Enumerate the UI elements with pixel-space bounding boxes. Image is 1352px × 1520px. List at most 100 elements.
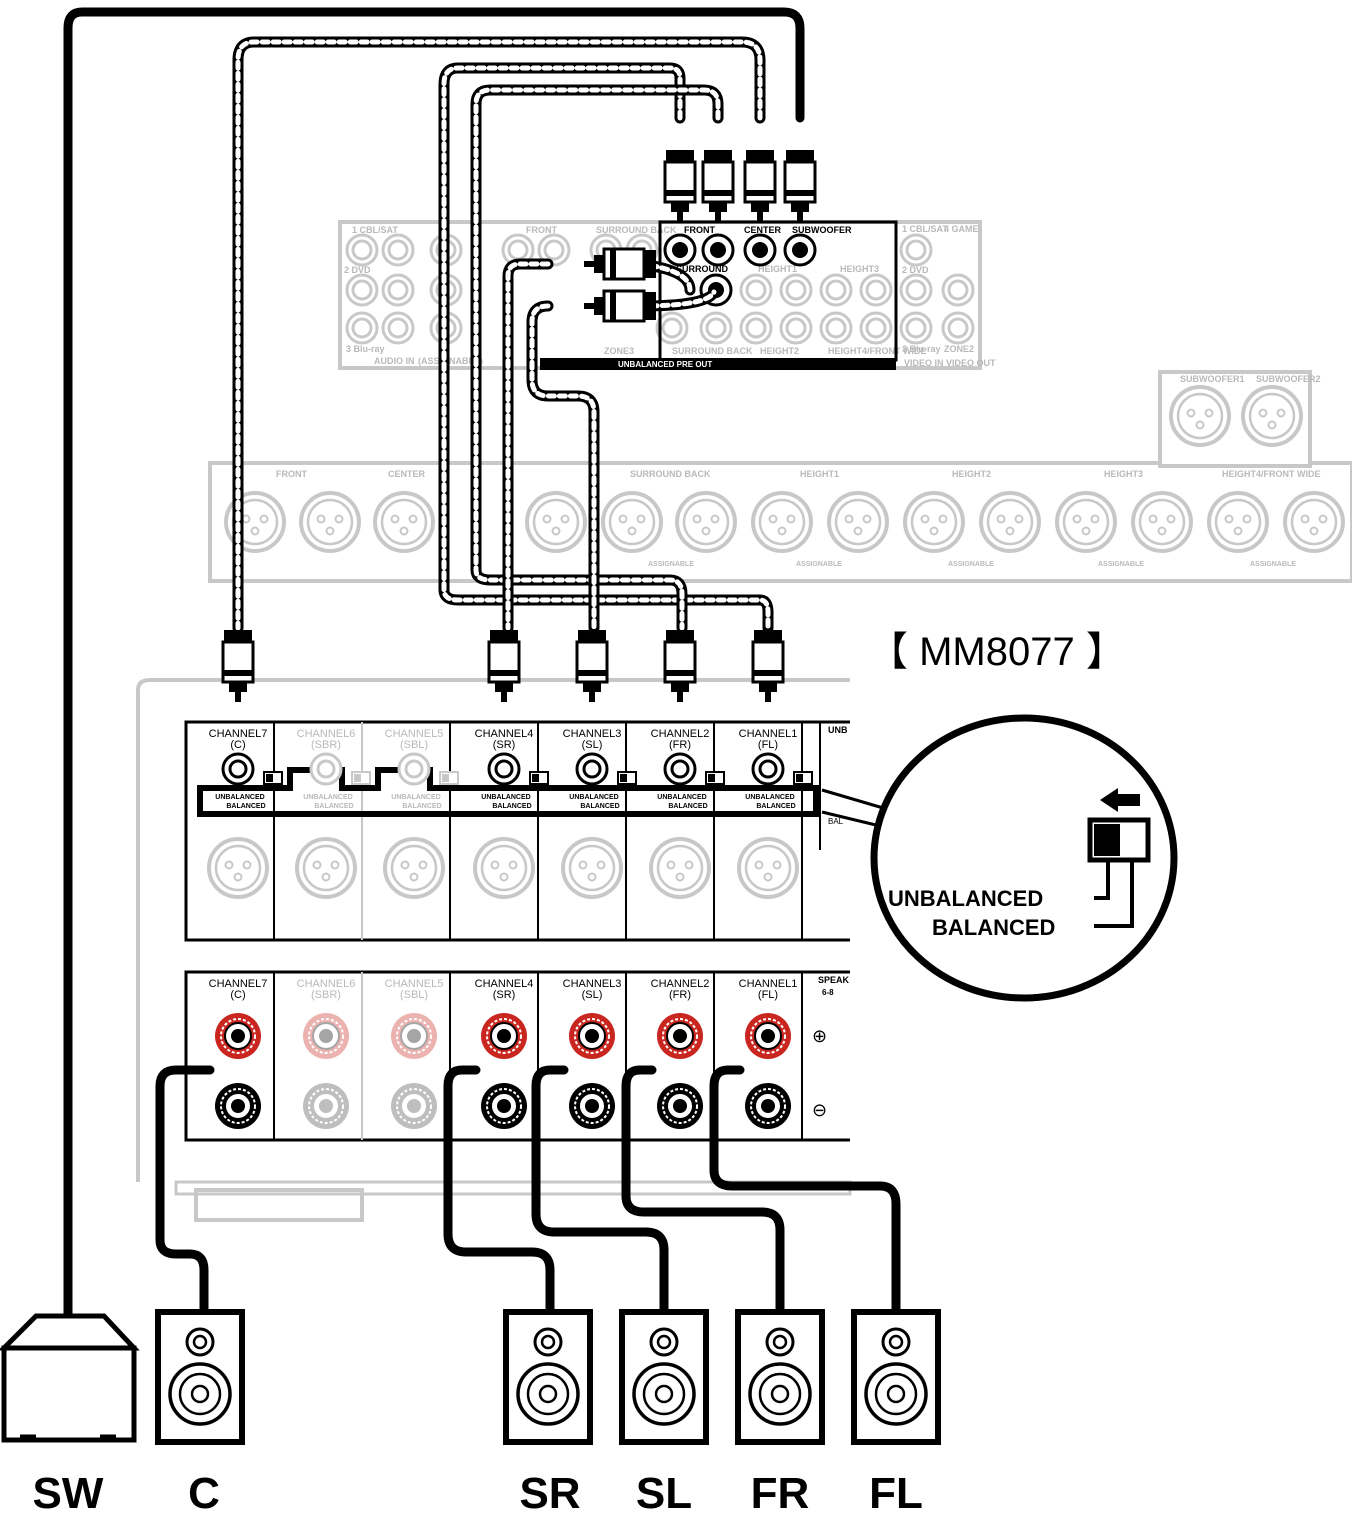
rca-input-jack[interactable] <box>663 752 697 786</box>
front-left-cable <box>438 62 774 634</box>
channel-dividers <box>273 722 821 940</box>
front-right-cable <box>470 84 724 634</box>
amp-channel-4: CHANNEL4(SR)CHANNEL4(SR)UNBALANCEDBALANC… <box>473 728 549 1130</box>
output-channel-label: CHANNEL2 <box>651 978 710 990</box>
output-channel-label: CHANNEL3 <box>563 978 622 990</box>
input-sub-label: (SL) <box>582 739 603 751</box>
speaker-terminal-minus[interactable] <box>744 1082 792 1130</box>
audio-in-group-2: 2 DVD <box>344 265 371 275</box>
audio-in-group-3: 3 Blu-ray <box>346 344 385 354</box>
output-channel-label: CHANNEL5 <box>385 978 444 990</box>
input-channel-label: CHANNEL3 <box>563 728 622 740</box>
balanced-label: BALANCED <box>314 803 353 810</box>
active-preout-jacks <box>663 233 817 307</box>
center-cable <box>232 36 766 634</box>
speaker-terminal-minus[interactable] <box>302 1082 350 1130</box>
output-channel-label: CHANNEL4 <box>475 978 534 990</box>
speaker-terminal-plus[interactable] <box>214 1012 262 1060</box>
rca-plug <box>487 628 521 704</box>
xlr-input-jack[interactable] <box>737 837 799 899</box>
xlr-input-jack[interactable] <box>383 837 445 899</box>
speaker-terminal-plus[interactable] <box>480 1012 528 1060</box>
left-arrow-icon <box>1100 788 1140 812</box>
preout-height2: HEIGHT2 <box>760 346 799 356</box>
rca-input-jack[interactable] <box>751 752 785 786</box>
speaker-terminal-minus[interactable] <box>390 1082 438 1130</box>
input-channel-label: CHANNEL1 <box>739 728 798 740</box>
preout-height4: HEIGHT4/FRONT WIDE <box>828 346 927 356</box>
rca-input-jack[interactable] <box>309 752 343 786</box>
switch-knob <box>354 774 361 782</box>
unbalanced-label: UNBALANCED <box>391 794 440 801</box>
balanced-height1: HEIGHT1 <box>800 469 839 479</box>
output-sub-label: (C) <box>230 989 245 1001</box>
preout-subwoofer: SUBWOOFER <box>792 225 852 235</box>
switch-knob <box>708 774 715 782</box>
output-channel-label: CHANNEL6 <box>297 978 356 990</box>
rca-input-jack[interactable] <box>397 752 431 786</box>
input-sub-label: (FL) <box>758 739 778 751</box>
video-in-item-1: 1 CBL/SAT <box>902 224 948 234</box>
rca-input-jack[interactable] <box>487 752 521 786</box>
output-sub-label: (FR) <box>669 989 691 1001</box>
balanced-center: CENTER <box>388 469 426 479</box>
preout-surround-back: SURROUND BACK <box>672 346 753 356</box>
rca-input-jack[interactable] <box>575 752 609 786</box>
xlr-input-jack[interactable] <box>295 837 357 899</box>
output-channel-label: CHANNEL1 <box>739 978 798 990</box>
preout-height1: HEIGHT1 <box>758 264 797 274</box>
amp-channel-7: CHANNEL1(FL)CHANNEL1(FL)UNBALANCEDBALANC… <box>737 728 813 1130</box>
callout-unbalanced: UNBALANCED <box>888 886 1043 911</box>
preout-front-faded: FRONT <box>526 225 557 235</box>
speaker-terminal-plus[interactable] <box>390 1012 438 1060</box>
xlr-input-jack[interactable] <box>649 837 711 899</box>
balanced-height2: HEIGHT2 <box>952 469 991 479</box>
xlr-input-jack[interactable] <box>561 837 623 899</box>
switch-knob <box>796 774 803 782</box>
speaker-terminal-plus[interactable] <box>656 1012 704 1060</box>
switch-knob <box>442 774 449 782</box>
wire-sr <box>443 1065 555 1317</box>
speaker-front-right <box>738 1312 822 1442</box>
rca-input-jack[interactable] <box>221 752 255 786</box>
speaker-front-left <box>854 1312 938 1442</box>
rca-plug <box>221 628 255 704</box>
preout-surround-back-top: SURROUND BACK <box>596 225 677 235</box>
assignable-4: ASSIGNABLE <box>1098 561 1144 568</box>
speaker-terminal-minus[interactable] <box>214 1082 262 1130</box>
model-label: 【 MM8077 】 <box>868 630 1126 674</box>
amp-channel-6: CHANNEL2(FR)CHANNEL2(FR)UNBALANCEDBALANC… <box>649 728 725 1130</box>
speaker-terminal-plus[interactable] <box>302 1012 350 1060</box>
balanced-label: BALANCED <box>580 803 619 810</box>
input-sub-label: (FR) <box>669 739 691 751</box>
speaker-label-sr: SR <box>519 1469 580 1518</box>
amp-channel-3: CHANNEL5(SBL)CHANNEL5(SBL)UNBALANCEDBALA… <box>383 728 459 1130</box>
output-channel-label: CHANNEL7 <box>209 978 268 990</box>
output-sub-label: (SL) <box>582 989 603 1001</box>
plus-icon: ⊕ <box>812 1026 827 1046</box>
balanced-height4: HEIGHT4/FRONT WIDE <box>1222 469 1321 479</box>
speaker-terminal-plus[interactable] <box>568 1012 616 1060</box>
input-channel-label: CHANNEL6 <box>297 728 356 740</box>
preout-zone3: ZONE3 <box>604 346 634 356</box>
speaker-terminal-minus[interactable] <box>568 1082 616 1130</box>
preout-height3: HEIGHT3 <box>840 264 879 274</box>
xlr-input-jack[interactable] <box>207 837 269 899</box>
audio-in-note: (ASSIGNABLE) <box>418 356 483 366</box>
speaker-terminal-minus[interactable] <box>480 1082 528 1130</box>
unbalanced-pre-out-label: UNBALANCED PRE OUT <box>618 360 712 369</box>
output-sub-label: (SR) <box>493 989 516 1001</box>
speaker-surround-right <box>506 1312 590 1442</box>
balanced-xlr-jacks <box>224 491 1345 553</box>
input-sub-label: (SBL) <box>400 739 428 751</box>
speaker-cut: SPEAK <box>818 975 850 985</box>
speaker-terminal-minus[interactable] <box>656 1082 704 1130</box>
assignable-1: ASSIGNABLE <box>648 561 694 568</box>
balanced-label: BALANCED <box>492 803 531 810</box>
surround-right-cable <box>502 258 554 634</box>
speaker-terminal-plus[interactable] <box>744 1012 792 1060</box>
balanced-surround-back: SURROUND BACK <box>630 469 711 479</box>
xlr-input-jack[interactable] <box>473 837 535 899</box>
unbalanced-label: UNBALANCED <box>303 794 352 801</box>
